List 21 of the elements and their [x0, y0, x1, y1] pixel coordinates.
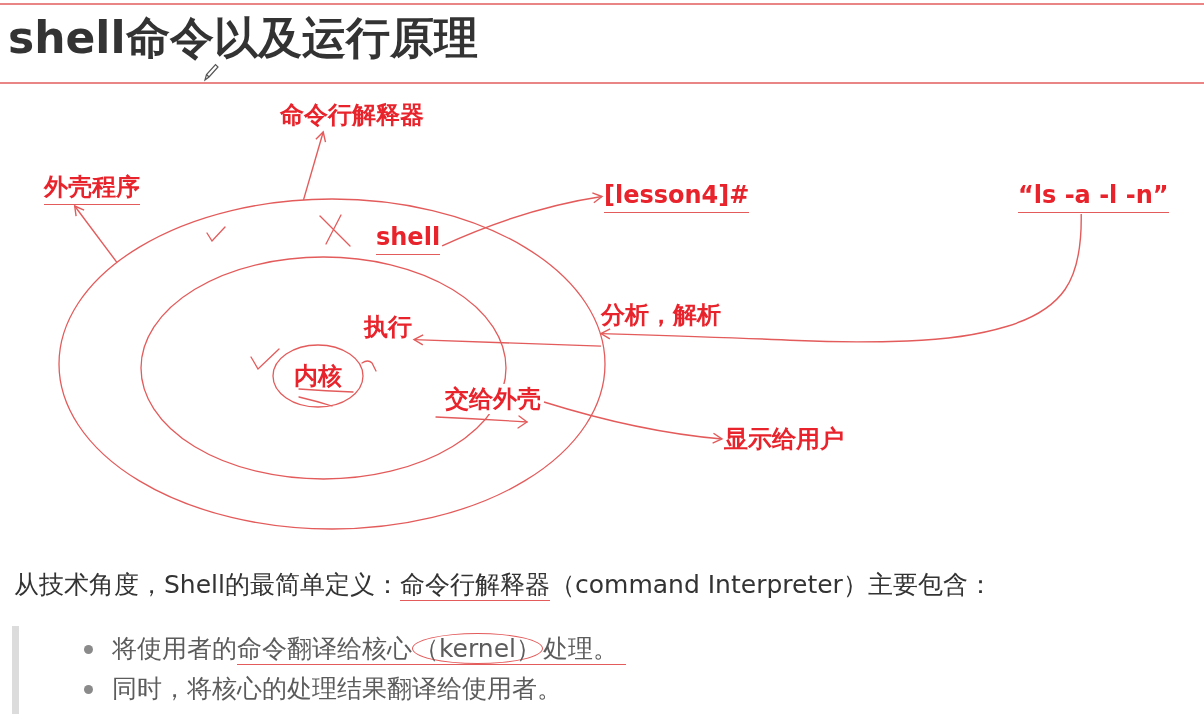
annotation-label: 显示给用户	[724, 424, 844, 454]
paragraph: 从技术角度，Shell的最简单定义：命令行解释器（command Interpreter）主要包含：	[14, 569, 993, 603]
annotation-label: [lesson4]#	[604, 180, 750, 213]
annotation-label: 执行	[364, 312, 412, 342]
annotation-label: 分析，解析	[601, 300, 721, 348]
arrow	[74, 205, 118, 264]
list-item: 将使用者的命令翻译给核心（kernel）处理。	[112, 630, 626, 668]
title: shell命令以及运行原理	[8, 14, 478, 62]
arrow	[302, 131, 327, 201]
annotation-label: 交给外壳	[443, 384, 543, 414]
list-item: 同时，将核心的处理结果翻译给使用者。	[112, 673, 562, 705]
annotation-label: “ls -a -l -n”	[1018, 180, 1169, 213]
arrow	[441, 192, 603, 247]
arrow	[543, 401, 723, 444]
arrow	[413, 334, 602, 347]
annotation-label: shell	[376, 222, 441, 255]
annotation-label: 命令行解释器	[280, 100, 424, 130]
circle	[272, 344, 364, 408]
arrow	[600, 213, 1082, 343]
annotation-label: 外壳程序	[44, 172, 140, 205]
annotation-label: 内核	[294, 361, 342, 391]
